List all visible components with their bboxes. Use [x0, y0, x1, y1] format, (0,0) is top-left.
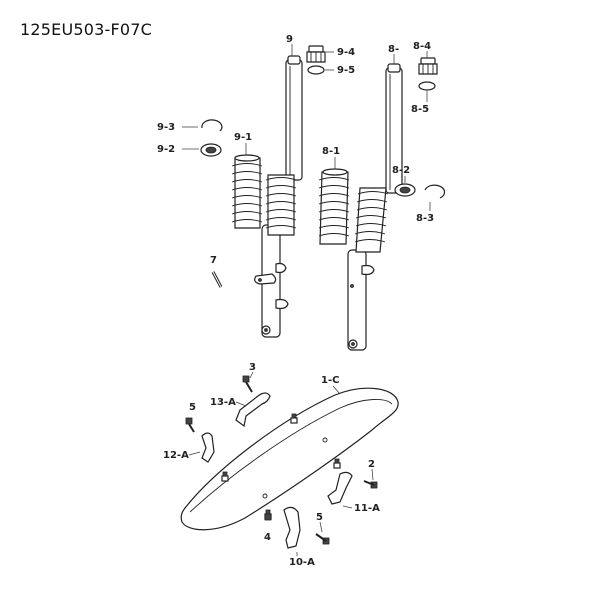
- left-fork-cap-bolt: [306, 45, 326, 63]
- label-8-1: 8-1: [322, 146, 340, 157]
- label-4: 4: [264, 532, 271, 543]
- bolt-4: [264, 513, 272, 521]
- bolt-5-lower: [315, 533, 330, 545]
- label-5-lower: 5: [316, 512, 323, 523]
- label-8-3: 8-3: [416, 213, 434, 224]
- label-8-5: 8-5: [411, 104, 429, 115]
- label-10-a: 10-A: [289, 557, 315, 568]
- bolt-5-upper: [185, 417, 195, 433]
- left-fork-oil-seal: [200, 143, 222, 157]
- label-9-2: 9-2: [157, 144, 175, 155]
- label-11-a: 11-A: [354, 503, 380, 514]
- fender-bracket-12a: [201, 432, 215, 463]
- label-2: 2: [368, 459, 375, 470]
- label-8: 8-: [388, 44, 399, 55]
- label-8-4: 8-4: [413, 41, 431, 52]
- fender-bracket-10a: [283, 506, 301, 549]
- left-fork-circlip: [201, 119, 223, 132]
- fender-nut: [221, 471, 229, 482]
- label-7: 7: [210, 255, 217, 266]
- label-9-4: 9-4: [337, 47, 355, 58]
- right-fork-cap-bolt: [418, 57, 438, 75]
- fender-nut: [290, 413, 298, 424]
- right-fork-tube: [347, 63, 403, 351]
- label-3: 3: [249, 362, 256, 373]
- label-1-c: 1-C: [321, 375, 339, 386]
- right-fork-circlip: [424, 184, 446, 199]
- right-fork-o-ring: [418, 81, 436, 91]
- label-9-5: 9-5: [337, 65, 355, 76]
- bolt-3: [242, 375, 253, 393]
- diagram-title: 125EU503-F07C: [20, 20, 153, 39]
- left-fork-boot: [231, 154, 263, 229]
- fender-bracket-13a: [235, 392, 271, 428]
- right-fork-boot: [318, 168, 350, 245]
- label-12-a: 12-A: [163, 450, 189, 461]
- left-fork-o-ring: [307, 65, 325, 75]
- fender-bracket-11a: [327, 471, 353, 505]
- label-9: 9: [286, 34, 293, 45]
- front-fender: [180, 387, 399, 531]
- label-8-2: 8-2: [392, 165, 410, 176]
- label-9-1: 9-1: [234, 132, 252, 143]
- fender-nut: [333, 458, 341, 469]
- right-fork-oil-seal: [394, 183, 416, 197]
- label-13-a: 13-A: [210, 397, 236, 408]
- label-9-3: 9-3: [157, 122, 175, 133]
- right-fork-boot-installed: [354, 187, 389, 253]
- pin: [211, 271, 223, 288]
- label-5-upper: 5: [189, 402, 196, 413]
- left-fork-boot-installed: [265, 174, 297, 236]
- bolt-2: [363, 480, 378, 489]
